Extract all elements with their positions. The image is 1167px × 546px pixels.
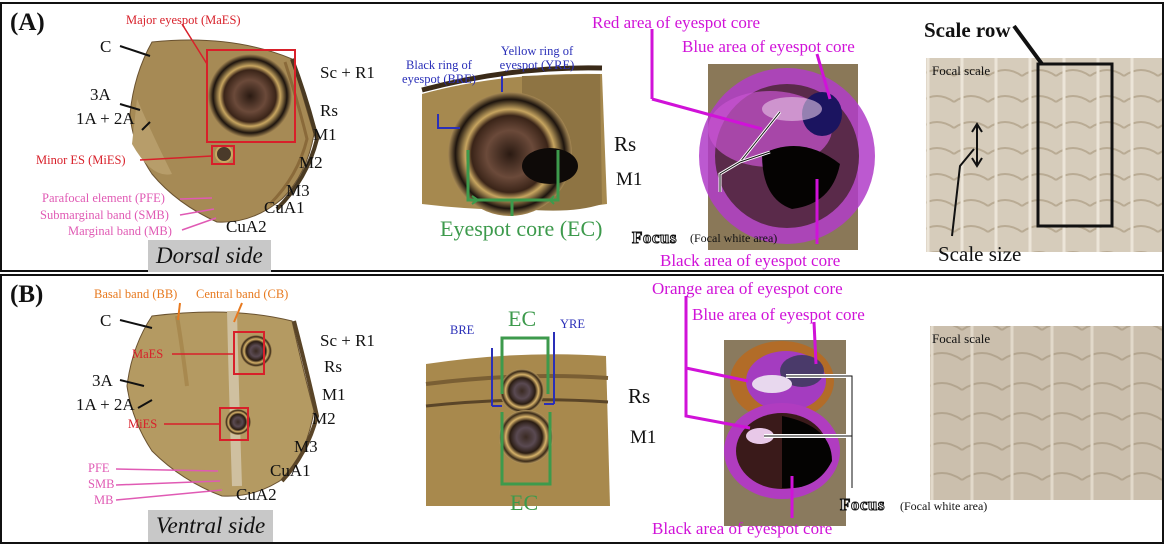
- vein-m3: M3: [286, 182, 310, 199]
- focus-sub-label: (Focal white area): [900, 500, 987, 512]
- zoom-vein-rs: Rs: [614, 134, 636, 155]
- vein-cua1: CuA1: [270, 462, 311, 479]
- red-area-label: Red area of eyespot core: [592, 14, 760, 31]
- vein-1a-2a: 1A + 2A: [76, 110, 135, 127]
- vein-m2: M2: [312, 410, 336, 427]
- basal-band-label: Basal band (BB): [94, 288, 177, 301]
- zoomed-eyespot-a: [422, 68, 607, 216]
- vein-1a-2a: 1A + 2A: [76, 396, 135, 413]
- panel-a-dorsal: (A) Major eyespot (MaES) C Sc + R1 Rs M1…: [0, 2, 1164, 272]
- black-area-label: Black area of eyespot core: [660, 252, 840, 269]
- eyespot-core-b: [724, 340, 846, 526]
- vein-cua2: CuA2: [226, 218, 267, 235]
- yre-label: YRE: [560, 318, 585, 331]
- vein-cua2: CuA2: [236, 486, 277, 503]
- vein-3a: 3A: [92, 372, 113, 389]
- vein-c: C: [100, 38, 111, 55]
- vein-3a: 3A: [90, 86, 111, 103]
- vein-m3: M3: [294, 438, 318, 455]
- vein-c: C: [100, 312, 111, 329]
- vein-sc-r1: Sc + R1: [320, 64, 375, 81]
- vein-m1: M1: [313, 126, 337, 143]
- scale-row-label: Scale row: [924, 20, 1011, 41]
- ec-top-label: EC: [508, 308, 536, 330]
- focal-scale-label: Focal scale: [932, 332, 990, 345]
- bre-label: BRE: [450, 324, 474, 337]
- maes-label: MaES: [132, 348, 163, 361]
- mb-label: Marginal band (MB): [68, 225, 172, 238]
- minor-eyespot-label: Minor ES (MiES): [36, 154, 126, 167]
- vein-rs: Rs: [320, 102, 338, 119]
- eyespot-core-a: [699, 64, 875, 250]
- focus-label: Focus: [840, 496, 885, 513]
- smb-label: SMB: [88, 478, 114, 491]
- vein-rs: Rs: [324, 358, 342, 375]
- side-label: Dorsal side: [148, 240, 271, 272]
- eyespot-core-label: Eyespot core (EC): [440, 218, 603, 240]
- vein-m2: M2: [299, 154, 323, 171]
- panel-b-ventral: (B) Basal band (BB) Central band (CB) C …: [0, 274, 1164, 544]
- zoom-vein-m1: M1: [616, 170, 642, 189]
- yre-label: Yellow ring of eyespot (YRE): [492, 44, 582, 72]
- black-area-label: Black area of eyespot core: [652, 520, 832, 537]
- scale-photo-b: [930, 326, 1162, 500]
- scale-size-label: Scale size: [938, 244, 1021, 265]
- ec-bottom-label: EC: [510, 492, 538, 514]
- scale-photo-a: [926, 58, 1162, 252]
- bre-label: Black ring of eyespot (BRE): [396, 58, 482, 86]
- panel-letter: (B): [10, 282, 43, 307]
- pfe-label: Parafocal element (PFE): [42, 192, 165, 205]
- major-eyespot-label: Major eyespot (MaES): [126, 14, 241, 27]
- blue-area-label: Blue area of eyespot core: [692, 306, 865, 323]
- smb-label: Submarginal band (SMB): [40, 209, 169, 222]
- major-eyespot-graphic: [208, 54, 292, 138]
- mies-label: MiES: [128, 418, 157, 431]
- focal-scale-label: Focal scale: [932, 64, 990, 77]
- vein-sc-r1: Sc + R1: [320, 332, 375, 349]
- focus-sub-label: (Focal white area): [690, 232, 777, 244]
- central-band-label: Central band (CB): [196, 288, 288, 301]
- orange-area-label: Orange area of eyespot core: [652, 280, 843, 297]
- panel-letter: (A): [10, 10, 45, 35]
- side-label: Ventral side: [148, 510, 273, 542]
- blue-area-label: Blue area of eyespot core: [682, 38, 855, 55]
- zoom-vein-m1: M1: [630, 428, 656, 447]
- mb-label: MB: [94, 494, 113, 507]
- vein-cua1: CuA1: [264, 199, 305, 216]
- focus-label: Focus: [632, 229, 677, 246]
- pfe-label: PFE: [88, 462, 110, 475]
- vein-m1: M1: [322, 386, 346, 403]
- zoom-vein-rs: Rs: [628, 386, 650, 407]
- minor-eyespot-graphic: [216, 146, 232, 162]
